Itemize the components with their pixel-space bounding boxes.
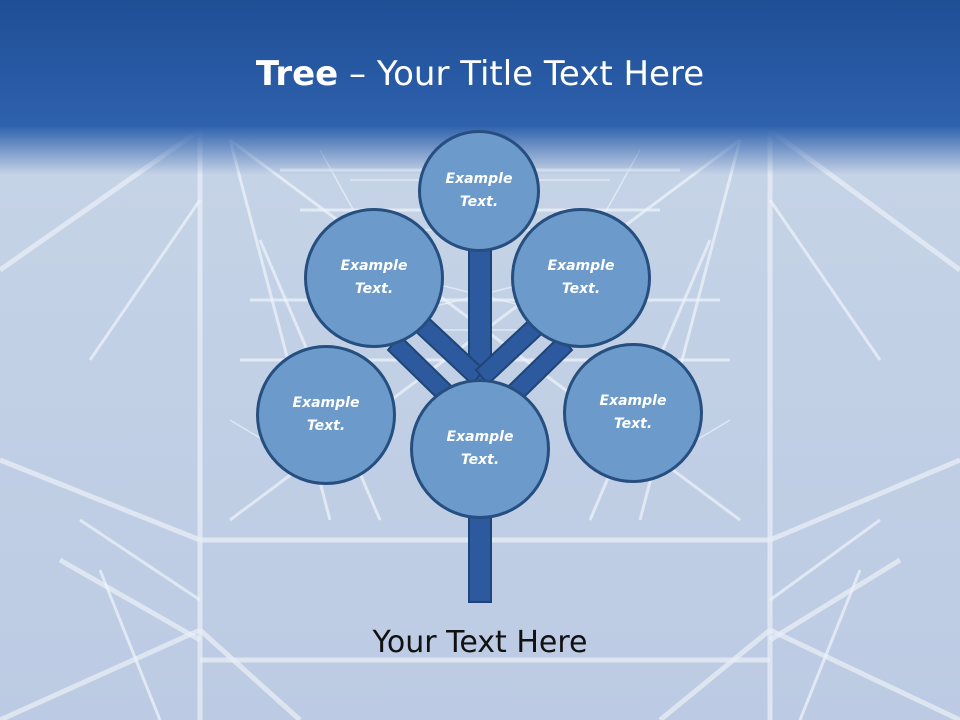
tree-node-upper-right[interactable]: Example Text. [511,208,651,348]
slide-title: Tree – Your Title Text Here [0,52,960,96]
tree-node-top-text: Example Text. [445,171,513,210]
tree-node-upper-right-text: Example Text. [547,258,615,297]
footer-text: Your Text Here [372,625,588,660]
tree-node-center[interactable]: Example Text. [410,379,550,519]
tree-node-top[interactable]: Example Text. [418,130,540,252]
tree-node-upper-left[interactable]: Example Text. [304,208,444,348]
tree-node-upper-left-text: Example Text. [340,258,408,297]
tree-node-lower-right-text: Example Text. [599,393,667,432]
title-text: Your Title Text Here [376,54,705,94]
title-bold-word: Tree [255,54,339,94]
tree-node-lower-right[interactable]: Example Text. [563,343,703,483]
tree-node-lower-left-text: Example Text. [292,395,360,434]
tree-node-center-text: Example Text. [446,429,514,468]
title-separator: – [338,54,377,94]
tree-node-lower-left[interactable]: Example Text. [256,345,396,485]
